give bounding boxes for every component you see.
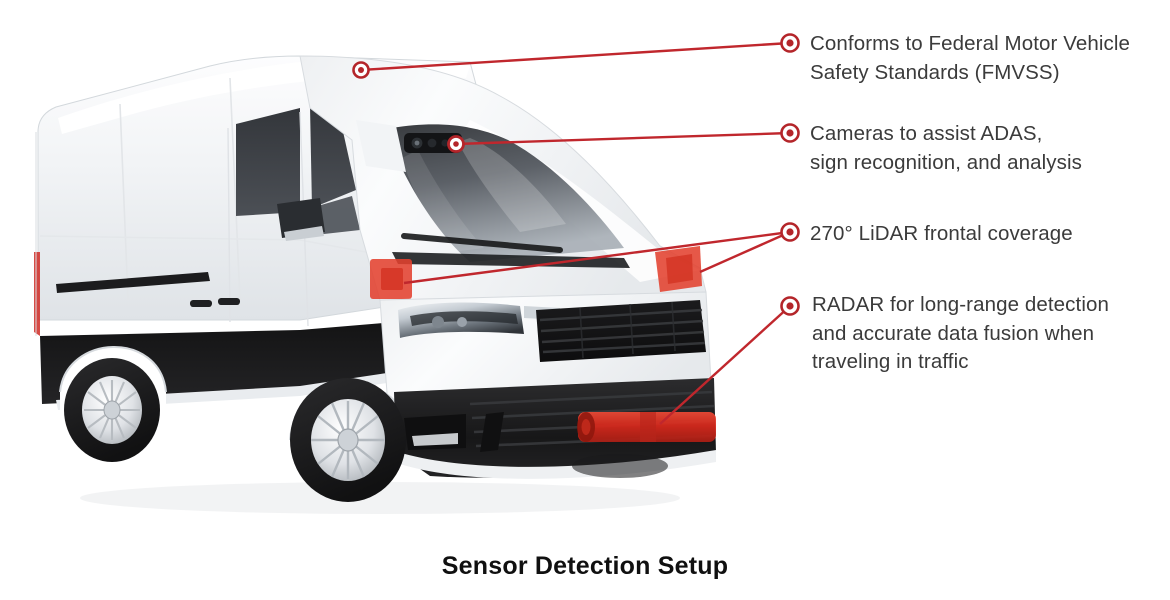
radar-sensor-bumper [577,412,716,442]
bumper-shadow [572,454,668,478]
lidar-sensor-left-core [381,268,403,290]
callout-label-lidar: 270° LiDAR frontal coverage [810,222,1073,245]
front-wheel [290,378,406,502]
windshield-reflection-2 [402,150,484,252]
callout-label-radar: RADAR for long-range detection and accur… [812,293,1109,373]
callout-label-cameras: Cameras to assist ADAS, sign recognition… [810,122,1082,174]
windshield-reflection [458,138,566,232]
roof-crease-1 [119,103,129,301]
camera-module-windshield [404,133,462,153]
door-seam-1 [227,127,231,323]
side-mirror [277,198,325,241]
windshield-glass [392,124,624,262]
side-rub-strip [56,272,210,293]
upper-grille [536,300,706,362]
sliding-door-window [236,108,300,216]
figure-caption: Sensor Detection Setup [441,552,729,580]
tail-light [34,252,40,336]
rear-wheel-arch-lip [59,346,167,393]
roof-crease-2 [229,77,241,301]
driver-door-window [310,100,356,208]
tow-hook-trim [480,412,504,452]
callout-label-fmvss: Conforms to Federal Motor Vehicle Safety… [810,32,1131,84]
a-pillar [356,120,406,172]
door-handle-rear [190,300,212,307]
bumper-vent-left-inner [412,433,458,446]
lidar-sensor-right-core [666,254,693,284]
rear-wheel [64,358,160,462]
ground-shadow [80,482,680,514]
door-handle-front [218,298,240,305]
headlight-left [398,302,524,338]
